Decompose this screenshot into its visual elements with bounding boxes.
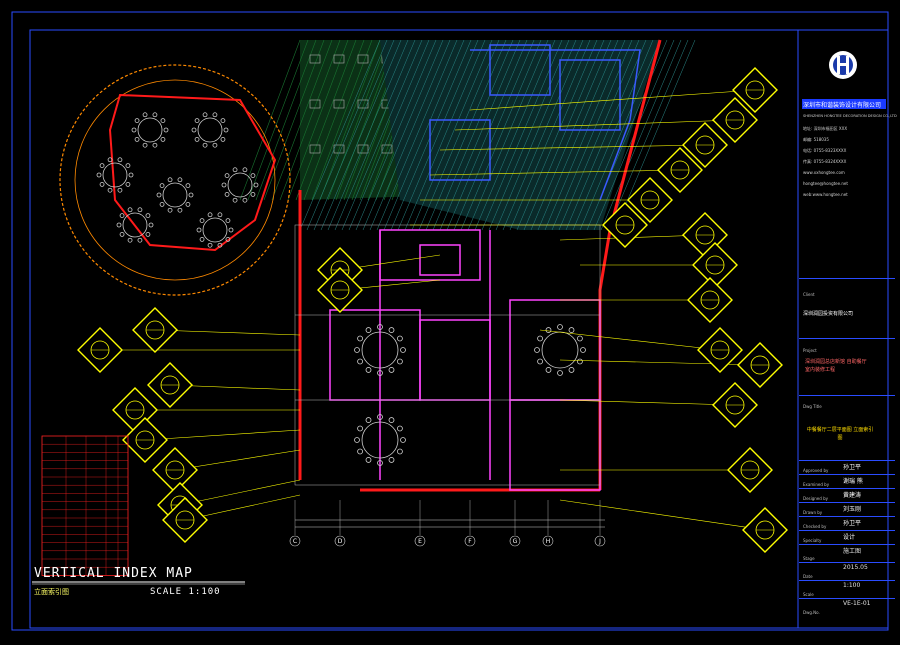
- inner-frame: [29, 29, 889, 629]
- tb-row-value: 2015.05: [843, 564, 868, 571]
- elevation-index-marker: [712, 382, 758, 428]
- grid-marker-label: J: [598, 538, 601, 545]
- tb-row-value: 施工图: [843, 548, 862, 555]
- tb-row-value: 孙卫平: [843, 464, 862, 471]
- tb-row-label: Specialty: [803, 538, 822, 543]
- elevation-index-marker: [77, 327, 123, 373]
- elevation-index-marker: [152, 447, 198, 493]
- contact-line: www.xxhongtee.com: [803, 170, 845, 175]
- tb-divider: [799, 598, 895, 599]
- contact-line: 地址: 深圳市福田区 XXX: [803, 126, 848, 131]
- tb-row-label: Scale: [803, 592, 814, 597]
- company-logo-icon: [829, 51, 857, 79]
- elevation-index-marker: [162, 497, 208, 543]
- elevation-index-marker: [602, 202, 648, 248]
- tb-divider: [799, 516, 895, 517]
- elevation-index-marker: [732, 67, 778, 113]
- elevation-index-marker: [742, 507, 788, 553]
- dwg-title-value: 中餐餐厅二层平面图 立面索引图: [806, 427, 874, 441]
- client-value: 深圳润园投资有限公司: [803, 311, 854, 317]
- contact-line: 传真: 0755-8324XXXX: [803, 159, 847, 164]
- elevation-index-marker: [147, 362, 193, 408]
- tb-divider: [799, 502, 895, 503]
- tb-row-value: 孙卫平: [843, 520, 862, 527]
- contact-line: 邮编: 518035: [803, 137, 829, 142]
- grid-marker: D: [334, 500, 346, 547]
- grid-marker-label: G: [513, 538, 518, 545]
- drawing-title: VERTICAL INDEX MAP: [34, 566, 193, 581]
- dwg-title-label: Dwg Title: [803, 404, 822, 409]
- tb-divider: [799, 338, 895, 339]
- grid-marker-label: D: [338, 538, 343, 545]
- tb-divider: [799, 580, 895, 581]
- drawing-subtitle: 立面索引图: [34, 588, 69, 596]
- tb-divider: [799, 530, 895, 531]
- tb-row-value: 设计: [843, 534, 856, 541]
- grid-marker-label: H: [546, 538, 551, 545]
- project-label: Project: [803, 348, 817, 353]
- tb-divider: [799, 474, 895, 475]
- elevation-index-marker: [697, 327, 743, 373]
- grid-marker: F: [464, 500, 476, 547]
- grid-marker-label: F: [468, 538, 472, 545]
- grid-marker: J: [594, 500, 606, 547]
- contact-line: hongtee@hongtee.net: [803, 181, 848, 186]
- legend-table: [41, 435, 129, 576]
- grid-marker: C: [289, 500, 301, 547]
- tb-row-value: 谢瑞 熊: [843, 478, 863, 485]
- tb-row-label: Stage: [803, 556, 815, 561]
- elevation-index-marker: [682, 122, 728, 168]
- elevation-index-marker: [727, 447, 773, 493]
- tb-row-label: Designed by: [803, 496, 828, 501]
- tb-divider: [799, 562, 895, 563]
- elevation-index-marker: [132, 307, 178, 353]
- tb-row-value: 刘玉刚: [843, 506, 862, 513]
- tb-row-label: Approved by: [803, 468, 829, 473]
- tb-row-value: VE-1E-01: [843, 600, 871, 607]
- tb-row-label: Drawn by: [803, 510, 823, 515]
- grid-marker: G: [509, 500, 521, 547]
- elevation-index-marker: [737, 342, 783, 388]
- tb-row-label: Examined by: [803, 482, 830, 487]
- title-block: 深圳市和谐装饰设计有限公司 SHENZHEN HONGTEE DECORATIO…: [799, 30, 897, 628]
- contact-line: 电话: 0755-8323XXXX: [803, 148, 847, 153]
- elevation-index-marker: [712, 97, 758, 143]
- interior-partitions: [329, 229, 601, 491]
- round-banquet-hall: [59, 64, 291, 296]
- grid-marker: H: [542, 500, 554, 547]
- dimension-lines: [295, 519, 605, 528]
- tb-row-label: Date: [803, 574, 813, 579]
- drawing-scale: SCALE 1:100: [150, 587, 221, 597]
- contact-line: web:www.hongtee.net: [803, 192, 848, 197]
- tb-row-label: Checked by: [803, 524, 827, 529]
- elevation-index-marker: [687, 277, 733, 323]
- tb-divider: [799, 488, 895, 489]
- tb-divider: [799, 544, 895, 545]
- grid-marker-label: E: [418, 538, 422, 545]
- blue-room-outlines: [429, 44, 641, 201]
- tb-divider: [799, 278, 895, 279]
- elevation-index-marker: [317, 267, 363, 313]
- company-name-en: SHENZHEN HONGTEE DECORATION DESIGN CO.,L…: [803, 114, 897, 118]
- company-name-bar: [802, 99, 886, 109]
- tb-row-value: 1:100: [843, 582, 861, 589]
- company-name: 深圳市和谐装饰设计有限公司: [803, 102, 882, 109]
- elevation-index-marker: [657, 147, 703, 193]
- elevation-index-marker: [122, 417, 168, 463]
- tb-row-label: Dwg.No.: [803, 610, 820, 615]
- tb-divider: [799, 460, 895, 461]
- grid-marker: E: [414, 500, 426, 547]
- elevation-index-marker: [627, 177, 673, 223]
- tb-row-value: 黄建涛: [843, 492, 862, 499]
- grid-marker-label: C: [293, 538, 297, 545]
- project-value: 深圳润园总店新馆 自助餐厅室内装修工程: [805, 359, 867, 373]
- tb-divider: [799, 395, 895, 396]
- client-label: Client: [803, 292, 815, 297]
